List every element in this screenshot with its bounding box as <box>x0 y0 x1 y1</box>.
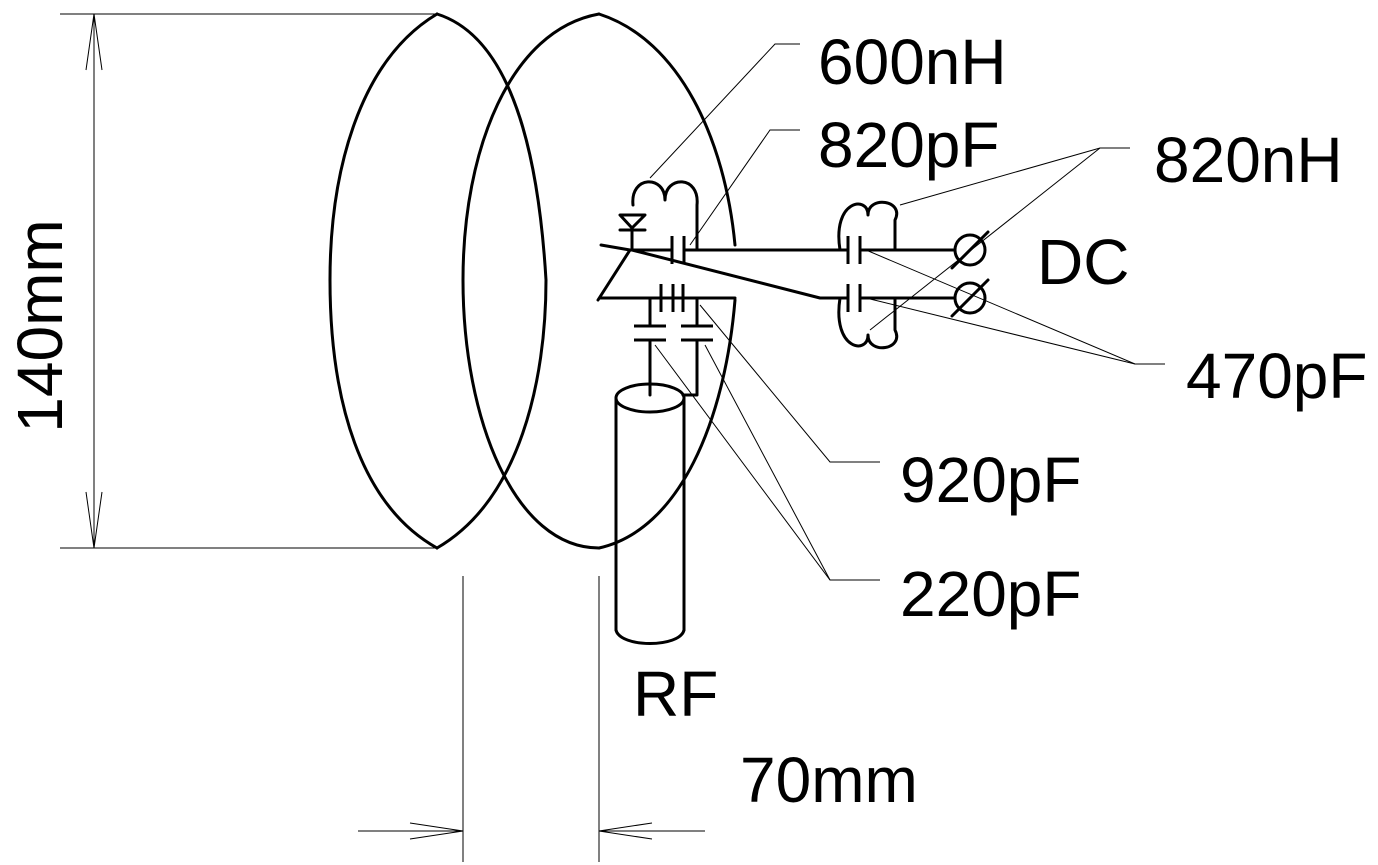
rf-port-label: RF <box>633 658 718 730</box>
label-920pf: 920pF <box>699 304 1081 516</box>
leader-920pf <box>699 304 880 463</box>
height-arrow-bottom <box>85 491 103 549</box>
spacing-dimension-label: 70mm <box>740 744 918 816</box>
diode <box>618 213 647 252</box>
height-dimension-label: 140mm <box>4 219 76 432</box>
dc-terminal-upper-slash <box>950 230 990 270</box>
capacitor-920pf-label: 920pF <box>900 444 1081 516</box>
capacitor-220pf-label: 220pF <box>900 558 1081 630</box>
right-coil-back-top <box>597 12 737 247</box>
right-coil <box>461 12 737 550</box>
left-coil-front <box>328 12 439 550</box>
inductor-600nh-label: 600nH <box>818 26 1007 98</box>
height-arrow-top <box>85 13 103 71</box>
inductor-820nh-upper <box>837 200 899 252</box>
dc-port-label: DC <box>1037 226 1129 298</box>
dc-wire-lower-a <box>630 248 850 300</box>
rf-coax-cable: RF <box>614 382 718 730</box>
spacing-arrow-left <box>409 822 464 840</box>
label-600nh: 600nH <box>649 26 1007 179</box>
leader-820pf <box>689 129 800 246</box>
height-dimension: 140mm <box>4 13 438 549</box>
left-coil-back <box>435 12 548 550</box>
leader-600nh <box>649 43 800 179</box>
label-820pf: 820pF <box>689 109 999 246</box>
coax-bottom <box>614 628 686 645</box>
spacing-dimension: 70mm <box>358 576 918 862</box>
capacitor-470pf-label: 470pF <box>1186 340 1367 412</box>
gap-wire <box>596 243 632 302</box>
capacitor-820pf-label: 820pF <box>818 109 999 181</box>
label-470pf: 470pF <box>865 249 1367 412</box>
leader-470pf-lower <box>865 297 1136 365</box>
spacing-arrow-right <box>598 822 653 840</box>
dc-filter: DC <box>630 200 1129 350</box>
rf-feed-shield <box>681 338 699 397</box>
label-220pf: 220pF <box>654 344 1081 630</box>
dc-terminal-lower-slash <box>950 278 990 318</box>
inductor-600nh <box>631 180 699 252</box>
diode-body <box>618 213 647 230</box>
dc-terminal-lower <box>953 281 987 315</box>
label-820nh: 820nH <box>869 124 1343 331</box>
left-coil <box>328 12 548 550</box>
right-coil-back-bottom <box>597 298 737 550</box>
inductor-820nh-label: 820nH <box>1154 124 1343 196</box>
inductor-820nh-lower <box>837 296 899 350</box>
dc-terminal-upper <box>953 233 987 267</box>
right-coil-front <box>461 12 601 550</box>
leader-220pf-right <box>704 344 831 581</box>
leader-820nh-lower <box>869 147 1101 331</box>
